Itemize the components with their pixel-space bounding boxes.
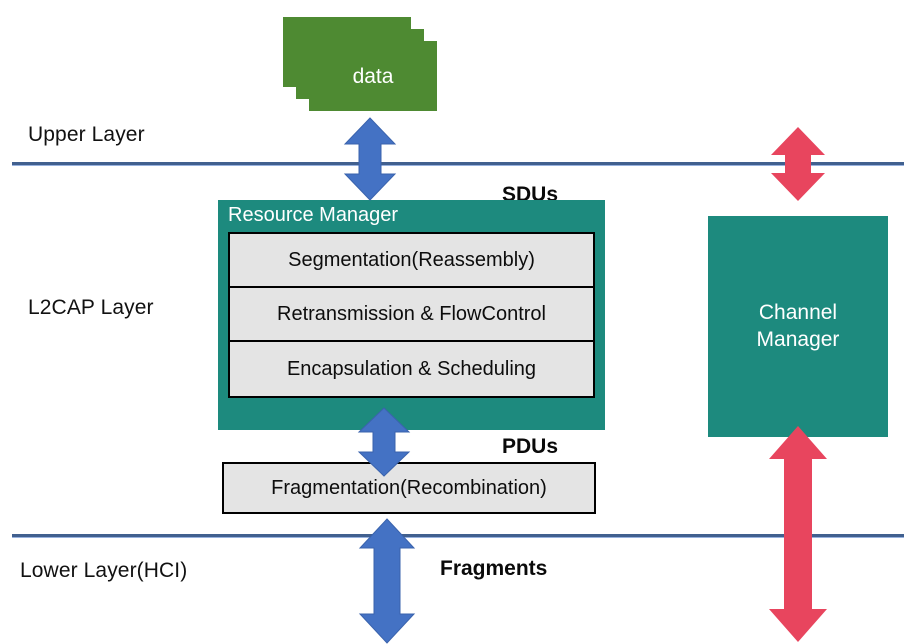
function-row-retransmission[interactable]: Retransmission & FlowControl (230, 288, 593, 342)
data-card-label: data (352, 64, 394, 88)
layer-label-upper: Upper Layer (28, 123, 145, 146)
resource-manager-title: Resource Manager (228, 204, 399, 226)
channel-manager-box[interactable]: Channel Manager (708, 216, 888, 437)
fragmentation-box[interactable]: Fragmentation(Recombination) (222, 462, 596, 514)
layer-separator-upper (12, 162, 904, 165)
arrow-channel-manager-lower (766, 424, 830, 644)
function-row-segmentation[interactable]: Segmentation(Reassembly) (230, 234, 593, 288)
layer-label-lower: Lower Layer(HCI) (20, 559, 188, 582)
data-card-front: data (309, 41, 437, 111)
layer-label-l2cap: L2CAP Layer (28, 296, 154, 319)
resource-manager-function-list: Segmentation(Reassembly) Retransmission … (228, 232, 595, 398)
annotation-fragments: Fragments (440, 557, 548, 580)
function-row-encapsulation[interactable]: Encapsulation & Scheduling (286, 357, 537, 380)
layer-separator-lower (12, 534, 904, 537)
arrow-channel-manager-upper (768, 126, 828, 202)
arrow-rm-to-fragmentation (357, 407, 411, 477)
annotation-pdus: PDUs (502, 435, 559, 458)
resource-manager-box[interactable]: Resource Manager Segmentation(Reassembly… (218, 200, 605, 430)
channel-manager-label: Channel Manager (756, 301, 840, 351)
arrow-fragmentation-to-lower (357, 518, 417, 644)
arrow-upper-to-l2cap (343, 117, 397, 201)
